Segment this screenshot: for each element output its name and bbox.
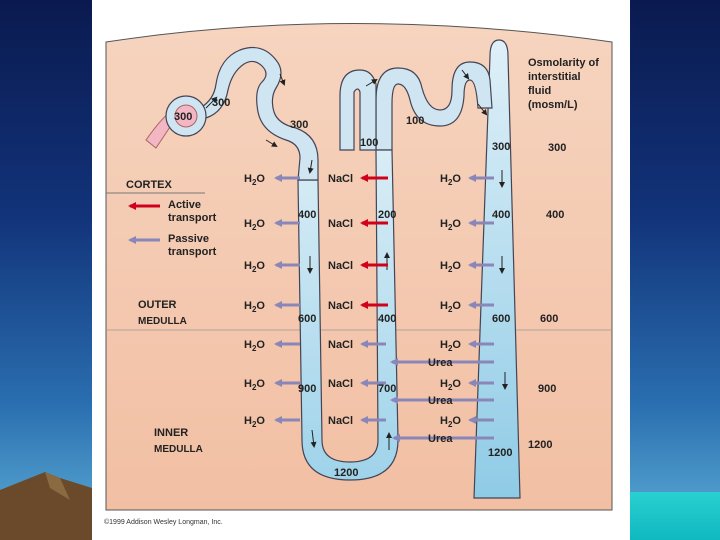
label-desc-900: 900 [298, 383, 316, 395]
label-asc-700: 700 [378, 383, 396, 395]
salt-label-6: NaCl [328, 378, 353, 390]
label-cd-top: 300 [492, 141, 510, 153]
salt-label-5: NaCl [328, 339, 353, 351]
slide-background-left [0, 0, 92, 540]
label-glomerulus: 300 [174, 111, 192, 123]
slide-background-right [630, 0, 720, 540]
osmolarity-header-2: interstitial [528, 71, 581, 83]
water-label-cd-2: H2O [440, 218, 461, 232]
interstitial-1200: 1200 [528, 439, 552, 451]
label-desc-600: 600 [298, 313, 316, 325]
label-dct: 100 [406, 115, 424, 127]
salt-label-2: NaCl [328, 218, 353, 230]
copyright: ©1999 Addison Wesley Longman, Inc. [104, 518, 223, 526]
legend-active-1: Active [168, 199, 201, 211]
water-label-desc-2: H2O [244, 218, 265, 232]
label-asc-200: 200 [378, 209, 396, 221]
urea-label-3: Urea [428, 433, 453, 445]
inner-medulla-label-2: MEDULLA [154, 444, 203, 455]
ascending-limb [297, 149, 399, 481]
flow-arrow-2 [279, 73, 286, 86]
salt-label-3: NaCl [328, 260, 353, 272]
teal-decoration [630, 492, 720, 540]
label-desc-top: 300 [290, 119, 308, 131]
flow-arrow-3 [265, 139, 278, 148]
flow-arrow-1 [205, 96, 218, 109]
water-label-desc-4: H2O [244, 300, 265, 314]
water-label-desc-5: H2O [244, 339, 265, 353]
label-desc-400: 400 [298, 209, 316, 221]
urea-label-2: Urea [428, 395, 453, 407]
label-loop-bottom: 1200 [334, 467, 358, 479]
label-asc-top: 100 [360, 137, 378, 149]
interstitial-300: 300 [548, 142, 566, 154]
label-cd-1200: 1200 [488, 447, 512, 459]
salt-label-4: NaCl [328, 300, 353, 312]
water-label-desc-6: H2O [244, 378, 265, 392]
osmolarity-header-1: Osmolarity of [528, 57, 599, 69]
outer-medulla-label-1: OUTER [138, 299, 177, 311]
water-label-cd-5: H2O [440, 339, 461, 353]
osmolarity-header-3: fluid [528, 85, 551, 97]
flow-arrow-4 [307, 159, 314, 174]
water-label-cd-1: H2O [440, 173, 461, 187]
salt-label-7: NaCl [328, 415, 353, 427]
legend-passive-2: transport [168, 246, 217, 258]
outer-medulla-label-2: MEDULLA [138, 316, 187, 327]
inner-medulla-label-1: INNER [154, 427, 188, 439]
interstitial-600: 600 [540, 313, 558, 325]
mountain-decoration [0, 472, 92, 540]
water-label-cd-4: H2O [440, 300, 461, 314]
legend-passive-1: Passive [168, 233, 209, 245]
label-cd-600: 600 [492, 313, 510, 325]
water-label-cd-7: H2O [440, 415, 461, 429]
label-pct: 300 [212, 97, 230, 109]
water-label-desc-1: H2O [244, 173, 265, 187]
label-cd-400: 400 [492, 209, 510, 221]
salt-label-1: NaCl [328, 173, 353, 185]
cortex-label: CORTEX [126, 179, 173, 191]
loop-upper [339, 69, 377, 151]
water-label-desc-3: H2O [244, 260, 265, 274]
flow-arrow-10 [461, 69, 470, 80]
water-label-desc-7: H2O [244, 415, 265, 429]
water-label-cd-6: H2O [440, 378, 461, 392]
legend-active-2: transport [168, 212, 217, 224]
osmolarity-header-4: (mosm/L) [528, 99, 578, 111]
label-asc-400: 400 [378, 313, 396, 325]
flow-arrow-9 [365, 78, 378, 87]
flow-arrow-11 [477, 103, 488, 116]
water-label-cd-3: H2O [440, 260, 461, 274]
urea-label-1: Urea [428, 357, 453, 369]
distal-tubule [375, 61, 493, 151]
interstitial-900: 900 [538, 383, 556, 395]
flow-arrow-6 [310, 429, 317, 448]
interstitial-400: 400 [546, 209, 564, 221]
glomerulus [174, 104, 198, 128]
